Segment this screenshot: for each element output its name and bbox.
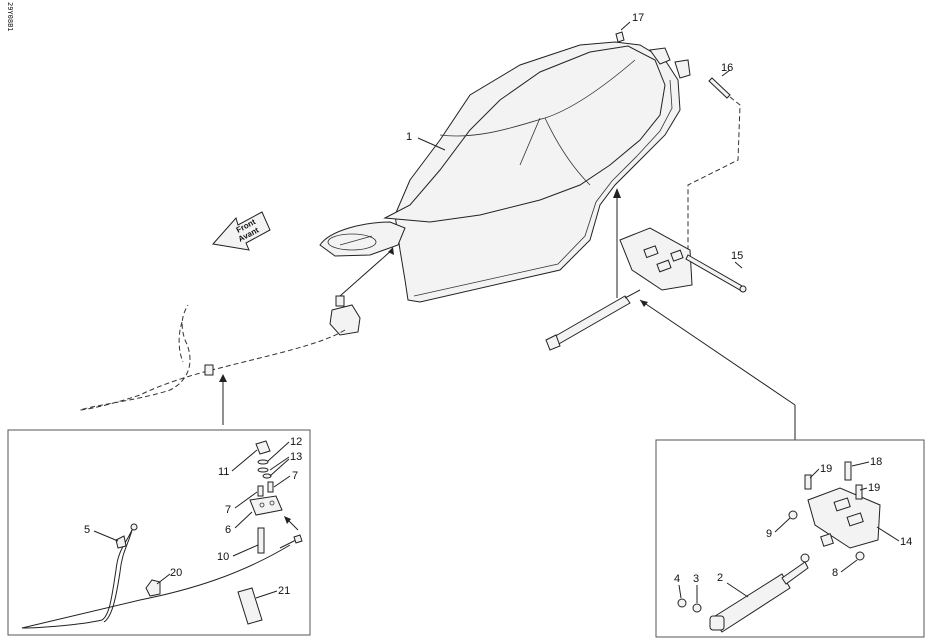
pin-16	[708, 77, 731, 99]
callout-20: 20	[170, 567, 182, 579]
callout-19-top: 19	[820, 463, 832, 475]
callout-21: 21	[278, 585, 290, 597]
screw-17	[615, 31, 625, 43]
callout-9: 9	[766, 528, 772, 540]
callout-7-right: 7	[292, 470, 298, 482]
callout-13: 13	[290, 451, 302, 463]
callout-17: 17	[632, 12, 644, 24]
callout-10: 10	[217, 551, 229, 563]
callout-3: 3	[693, 573, 699, 585]
left-detail	[21, 440, 303, 629]
detail-box-right	[655, 439, 925, 638]
callout-11: 11	[218, 466, 229, 478]
bracket-upper	[619, 227, 693, 291]
callout-4: 4	[674, 573, 680, 585]
callout-1: 1	[406, 131, 412, 143]
right-detail	[677, 461, 881, 633]
front-arrow-icon: Front Avant	[212, 211, 271, 251]
callout-5: 5	[84, 524, 90, 536]
callout-14: 14	[900, 536, 912, 548]
callout-12: 12	[290, 436, 302, 448]
seat	[319, 41, 691, 303]
callout-8: 8	[832, 567, 838, 579]
callout-18: 18	[870, 456, 882, 468]
release-cable	[79, 304, 346, 411]
callout-6: 6	[225, 524, 231, 536]
gas-spring-upper	[545, 289, 641, 351]
callout-19-right: 19	[868, 482, 880, 494]
callout-16: 16	[721, 62, 733, 74]
detail-box-left	[7, 429, 311, 636]
drawing-code: 29Y08B1	[6, 2, 14, 32]
callout-2: 2	[717, 572, 723, 584]
callout-7-left: 7	[225, 504, 231, 516]
latch-assembly	[329, 247, 394, 336]
callout-15: 15	[731, 250, 743, 262]
